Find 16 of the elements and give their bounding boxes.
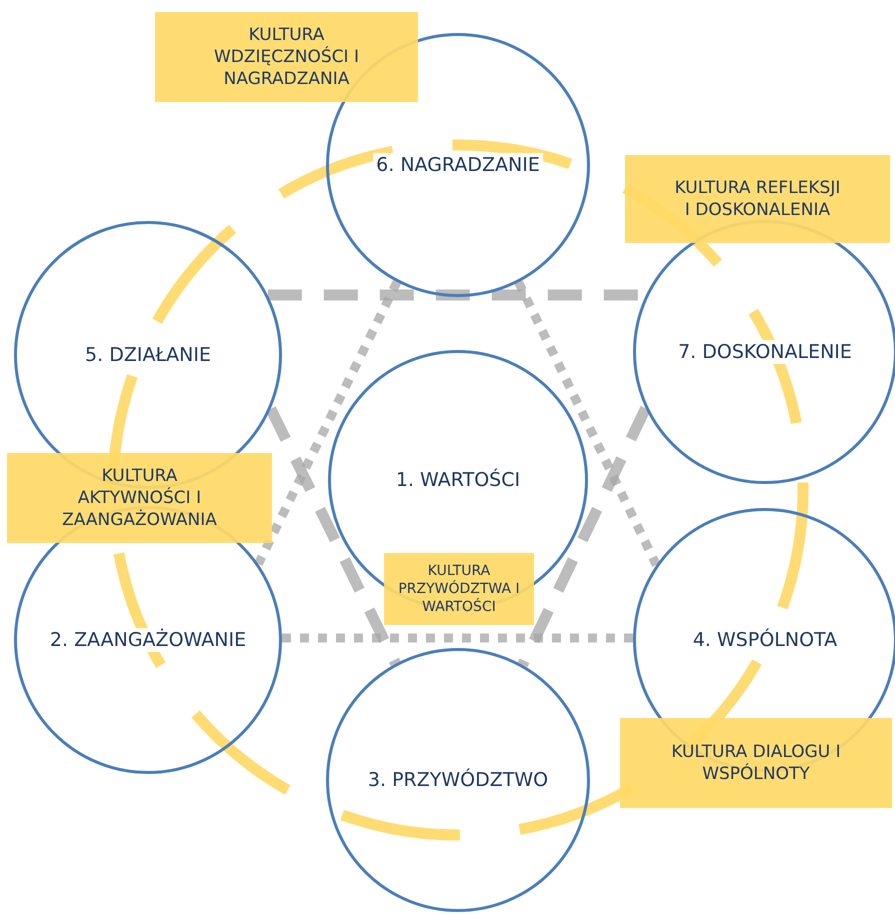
- caption-box: [7, 453, 272, 543]
- caption-box: [620, 718, 892, 808]
- circle-node: [326, 648, 590, 912]
- caption-text: KULTURA PRZYWÓDZTWA I WARTOŚCI: [397, 562, 521, 616]
- caption-box: [384, 553, 534, 625]
- caption-text: KULTURA REFLEKSJI I DOSKONALENIA: [674, 177, 842, 221]
- connector-line: [266, 406, 401, 666]
- caption-text: KULTURA WDZIĘCZNOŚCI I NAGRADZANIA: [212, 24, 360, 90]
- connector-line: [254, 280, 402, 566]
- connector-line: [518, 406, 651, 668]
- caption-box: [625, 155, 890, 243]
- caption-text: KULTURA DIALOGU I WSPÓLNOTY: [670, 741, 842, 785]
- caption-text: KULTURA AKTYWNOŚCI I ZAANGAŻOWANIA: [61, 465, 218, 531]
- caption-box: [155, 12, 418, 102]
- connector-line: [282, 634, 634, 642]
- connector-line: [514, 280, 660, 567]
